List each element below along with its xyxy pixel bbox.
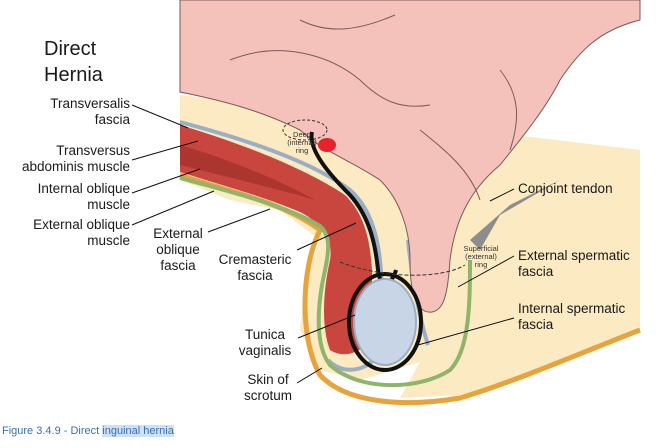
label-conjoint-tendon: Conjoint tendon xyxy=(518,181,613,196)
label-line: abdominis muscle xyxy=(21,159,130,174)
label-line: oblique xyxy=(156,242,200,257)
label-line: (external) xyxy=(465,252,497,261)
caption-highlight: inguinal hernia xyxy=(102,425,174,437)
label-external-oblique: External oblique muscle xyxy=(10,217,130,249)
muscle-band xyxy=(180,125,372,355)
title-line-2: Hernia xyxy=(44,64,103,86)
label-line: muscle xyxy=(87,233,130,248)
intestine-fold-3 xyxy=(419,129,481,201)
label-line: Internal spermatic xyxy=(518,301,626,316)
leader-lines xyxy=(131,104,515,384)
label-line: Deep xyxy=(293,130,311,139)
label-line: fascia xyxy=(237,268,273,283)
intestine xyxy=(179,0,641,313)
label-line: Skin of xyxy=(247,372,289,387)
transversalis-fascia-line xyxy=(179,120,384,372)
label-internal-spermatic-fascia: Internal spermatic fascia xyxy=(518,301,625,333)
intestine-fold-1 xyxy=(229,50,431,107)
label-line: External oblique xyxy=(33,217,130,232)
label-line: External xyxy=(153,226,203,241)
label-line: ring xyxy=(474,260,488,269)
figure-caption: Figure 3.4.9 - Direct inguinal hernia xyxy=(2,425,174,437)
label-cremasteric-fascia: Cremasteric fascia xyxy=(214,252,296,284)
muscle-dark-band xyxy=(180,145,315,200)
label-line: muscle xyxy=(87,197,130,212)
label-skin-of-scrotum: Skin of scrotum xyxy=(240,372,296,404)
red-spot xyxy=(318,138,336,152)
label-line: (internal) xyxy=(287,138,317,147)
label-transversalis-fascia: Transversalis fascia xyxy=(28,96,130,128)
label-line: Transversalis xyxy=(50,96,130,111)
label-line: fascia xyxy=(518,264,554,279)
label-deep-ring: Deep (internal) ring xyxy=(282,131,322,155)
label-line: scrotum xyxy=(243,388,292,403)
label-line: Tunica xyxy=(244,327,286,342)
title-line-1: Direct xyxy=(44,38,97,60)
diagram-title: Direct Hernia xyxy=(44,36,103,88)
label-line: fascia xyxy=(94,112,130,127)
testis-outline xyxy=(347,272,423,372)
label-line: Cremasteric xyxy=(218,252,292,267)
label-external-spermatic-fascia: External spermatic fascia xyxy=(518,248,630,280)
label-line: External spermatic xyxy=(518,248,630,263)
superficial-ring-marker xyxy=(339,261,466,276)
label-line: ring xyxy=(295,146,309,155)
label-line: Transversus xyxy=(56,143,130,158)
label-transversus-abdominis: Transversus abdominis muscle xyxy=(0,143,130,175)
label-superficial-ring: Superficial (external) ring xyxy=(456,245,506,269)
testis xyxy=(353,278,417,366)
label-line: Internal oblique xyxy=(37,181,130,196)
caption-prefix: Figure 3.4.9 - Direct xyxy=(2,425,103,437)
label-line: vaginalis xyxy=(238,343,292,358)
deep-ring-marker xyxy=(282,119,328,141)
conjoint-tendon xyxy=(470,180,560,250)
label-external-oblique-fascia: External oblique fascia xyxy=(146,226,210,274)
label-line: fascia xyxy=(160,258,196,273)
label-line: fascia xyxy=(518,317,554,332)
label-line: Superficial xyxy=(463,244,499,253)
intestine-fold-4 xyxy=(499,69,518,151)
label-tunica-vaginalis: Tunica vaginalis xyxy=(232,327,298,359)
label-internal-oblique: Internal oblique muscle xyxy=(10,181,130,213)
intestine-fold-2 xyxy=(299,14,396,30)
external-oblique-fascia-line xyxy=(179,176,472,388)
